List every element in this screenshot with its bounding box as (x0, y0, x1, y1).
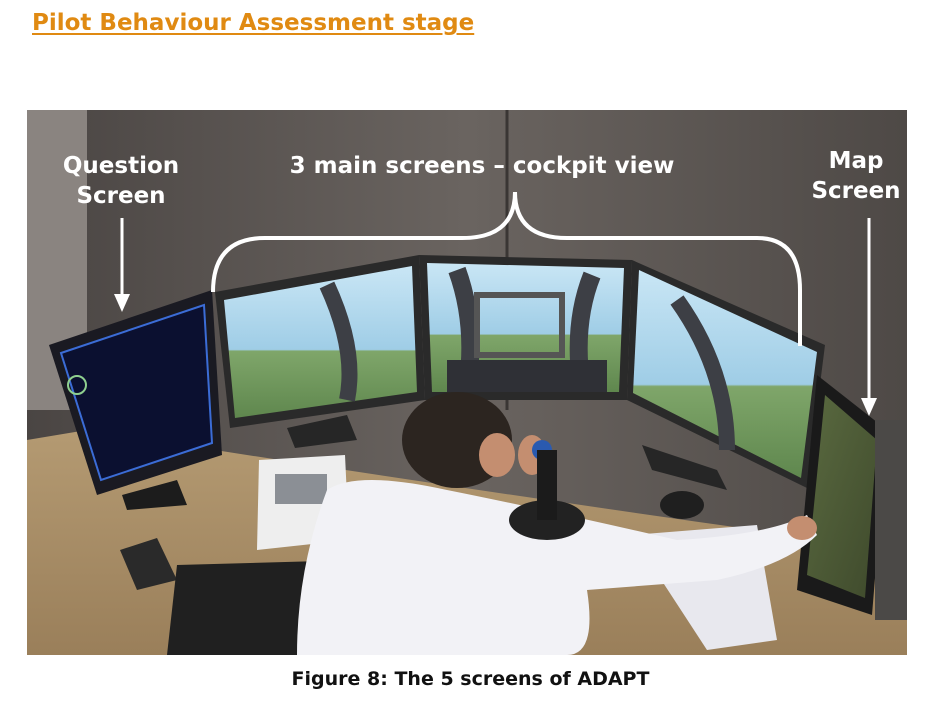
question-screen-label-line2: Screen (76, 183, 165, 209)
map-arrow-head (861, 398, 877, 416)
map-screen-label-line1: Map (829, 148, 884, 174)
question-screen-label-line1: Question (63, 153, 179, 179)
main-screen-right (627, 260, 825, 490)
main-screen-left (215, 255, 425, 448)
map-screen (797, 375, 907, 620)
main-screens-label: 3 main screens – cockpit view (290, 153, 675, 179)
map-screen-label-line2: Screen (811, 178, 900, 204)
main-screens-brace (211, 191, 802, 346)
keypad (120, 538, 177, 590)
joystick (509, 450, 585, 540)
question-arrow-head (114, 294, 130, 312)
adapt-photo-figure: Question Screen 3 main screens – cockpit… (27, 110, 907, 655)
figure-caption: Figure 8: The 5 screens of ADAPT (291, 668, 650, 690)
simulator-photo: Question Screen 3 main screens – cockpit… (27, 110, 907, 655)
question-screen (49, 290, 222, 510)
overlay-annotations (114, 191, 877, 416)
main-screen-center (419, 255, 632, 400)
section-heading: Pilot Behaviour Assessment stage (32, 10, 475, 36)
mouse (660, 491, 704, 519)
pilot-person (297, 392, 817, 655)
